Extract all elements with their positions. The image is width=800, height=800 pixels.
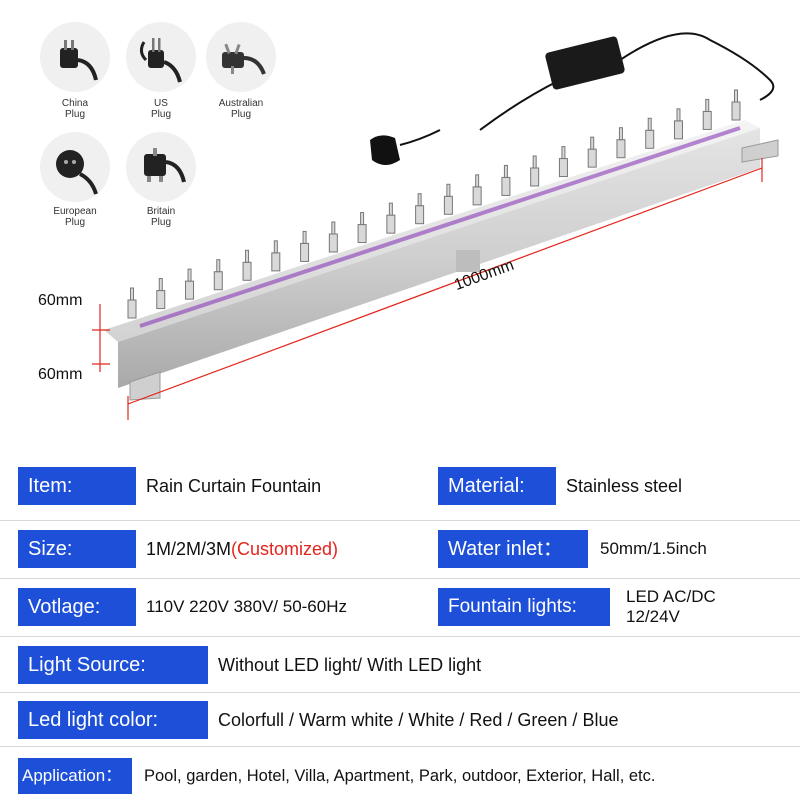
nozzle xyxy=(587,148,597,168)
nozzle xyxy=(702,110,712,130)
nozzle xyxy=(213,271,223,291)
voltage-value: 110V 220V 380V/ 50-60Hz xyxy=(146,597,347,616)
fountain-lights-value-line2: 12/24V xyxy=(626,607,680,626)
nozzle-tip xyxy=(532,155,537,169)
nozzle-tip xyxy=(676,108,681,122)
nozzle-tip xyxy=(734,89,738,103)
nozzle xyxy=(530,167,540,187)
nozzle xyxy=(300,242,310,262)
nozzle-tip xyxy=(130,287,134,301)
voltage-label: Votlage: xyxy=(18,588,136,626)
water-inlet-label: Water inlet： xyxy=(438,530,588,568)
fountain-product-image xyxy=(92,32,779,420)
led-color-label: Led light color: xyxy=(18,701,208,739)
divider xyxy=(0,692,800,693)
light-source-label: Light Source: xyxy=(18,646,208,684)
nozzle xyxy=(156,290,166,310)
nozzle-tip xyxy=(187,268,192,282)
nozzle xyxy=(558,158,568,178)
divider xyxy=(0,746,800,747)
divider xyxy=(0,520,800,521)
european-plug-icon xyxy=(40,132,110,202)
nozzle-tip xyxy=(590,136,595,150)
nozzle xyxy=(386,214,396,234)
size-label: Size: xyxy=(18,530,136,568)
european-plug-label: European Plug xyxy=(53,206,97,228)
material-label: Material: xyxy=(438,467,556,505)
dimension-height-bottom: 60mm xyxy=(38,366,83,383)
nozzle-tip xyxy=(647,117,652,131)
nozzle-tip xyxy=(561,146,566,160)
fountain-lights-label: Fountain lights: xyxy=(438,588,610,626)
nozzle-tip xyxy=(503,164,508,178)
nozzle-tip xyxy=(417,193,422,207)
nozzle-tip xyxy=(302,230,307,244)
nozzle xyxy=(616,139,626,159)
nozzle-tip xyxy=(618,127,623,141)
application-label: Application： xyxy=(18,758,132,794)
britain-plug-label: Britain Plug xyxy=(146,206,176,228)
nozzle-tip xyxy=(158,278,163,292)
nozzle-tip xyxy=(216,259,221,273)
nozzle-tip xyxy=(331,221,336,235)
dimension-height-top: 60mm xyxy=(38,292,83,309)
nozzle xyxy=(673,120,683,140)
nozzle xyxy=(415,205,425,225)
nozzle xyxy=(328,233,338,253)
nozzle-tip xyxy=(273,240,278,254)
nozzle-tip xyxy=(360,212,365,226)
australian-plug-label: Australian Plug xyxy=(218,98,264,120)
fountain-lights-value-line1: LED AC/DC xyxy=(626,587,716,606)
water-inlet-value: 50mm/1.5inch xyxy=(600,539,707,558)
divider xyxy=(0,578,800,579)
nozzle xyxy=(501,176,511,196)
nozzle xyxy=(645,129,655,149)
nozzle xyxy=(242,261,252,281)
led-color-value: Colorfull / Warm white / White / Red / G… xyxy=(218,709,619,730)
nozzle-tip xyxy=(705,98,710,112)
divider xyxy=(0,636,800,637)
item-value: Rain Curtain Fountain xyxy=(146,475,322,496)
nozzle xyxy=(731,101,741,121)
size-value-text: 1M/2M/3M xyxy=(146,538,232,559)
britain-plug-icon xyxy=(126,132,196,202)
nozzle xyxy=(127,299,137,319)
light-source-value: Without LED light/ With LED light xyxy=(218,654,482,675)
nozzle-tip xyxy=(245,249,250,263)
nozzle-tip xyxy=(446,183,451,197)
nozzle-tip xyxy=(388,202,393,216)
nozzle xyxy=(443,195,453,215)
china-plug-label: China Plug xyxy=(61,98,89,120)
size-value: 1M/2M/3M (Customized) xyxy=(146,530,338,568)
size-customized-text: (Customized) xyxy=(231,538,339,559)
material-value: Stainless steel xyxy=(566,475,683,496)
nozzle-tip xyxy=(475,174,480,188)
nozzle xyxy=(185,280,195,300)
australian-plug-icon xyxy=(206,22,276,92)
item-label: Item: xyxy=(18,467,136,505)
nozzle xyxy=(357,224,367,244)
us-plug-icon xyxy=(126,22,196,92)
nozzle xyxy=(472,186,482,206)
us-plug-label: US Plug xyxy=(150,98,171,120)
nozzle xyxy=(271,252,281,272)
fountain-lights-value: LED AC/DC 12/24V xyxy=(626,584,716,630)
application-value: Pool, garden, Hotel, Villa, Apartment, P… xyxy=(144,766,656,785)
china-plug-icon xyxy=(40,22,110,92)
